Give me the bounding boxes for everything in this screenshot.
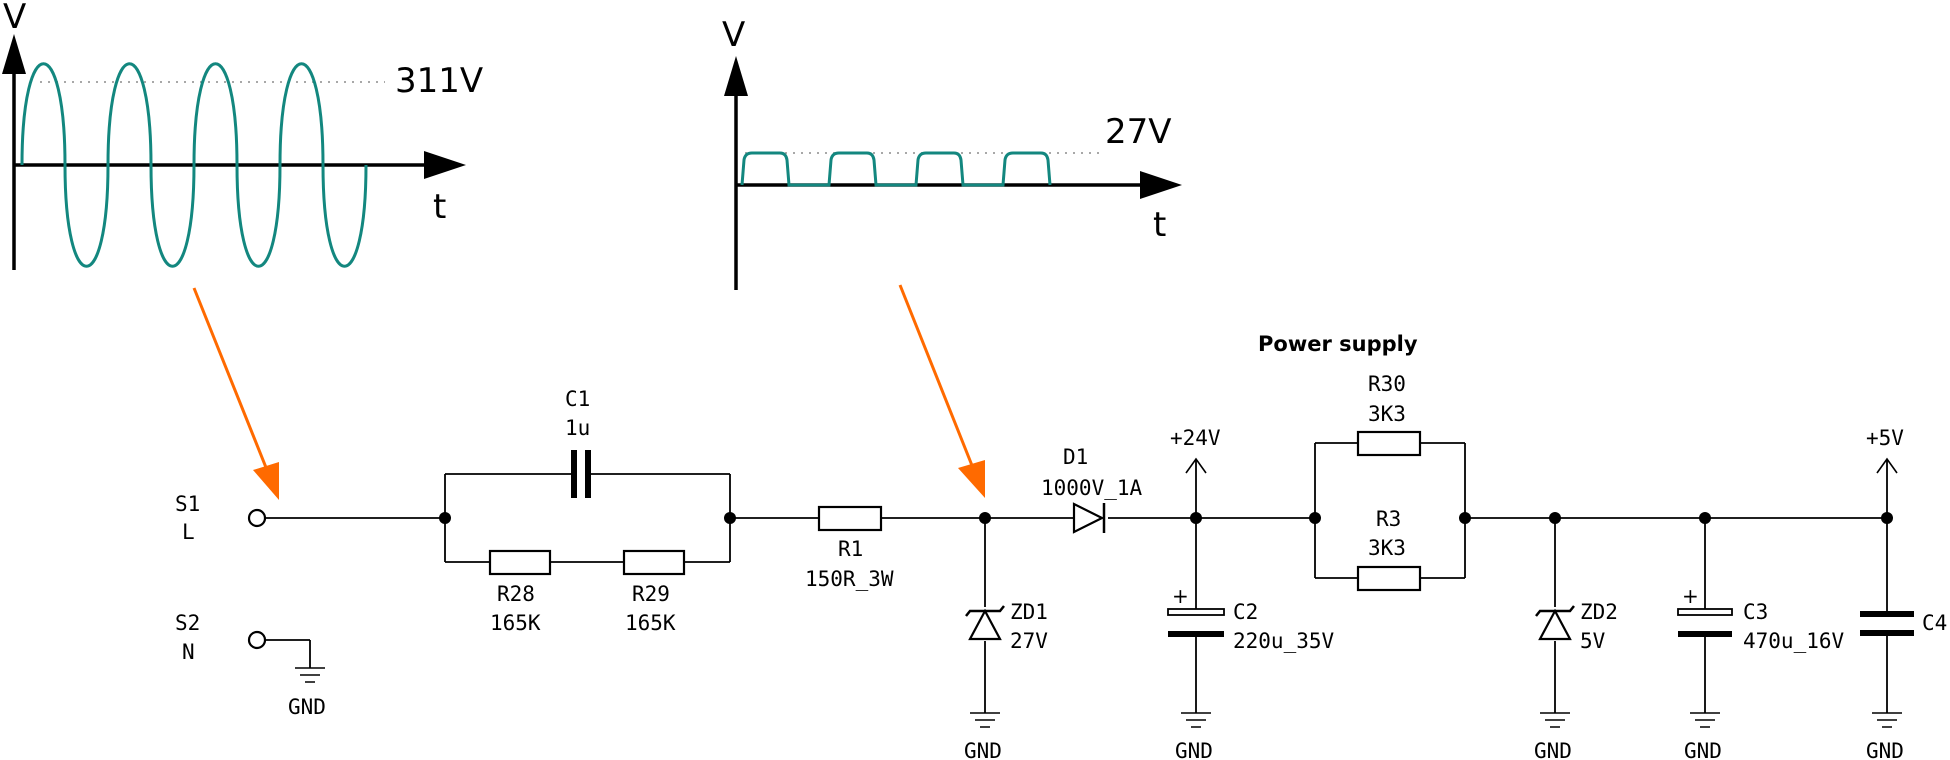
ac-graph-y-label: V: [3, 0, 26, 37]
resistor-r30: R30 3K3: [1356, 372, 1422, 457]
ac-graph-x-arrowhead: [424, 151, 466, 179]
r30-value-label: 3K3: [1368, 402, 1406, 426]
terminal-s2: S2 N: [175, 611, 267, 664]
capacitor-c1: C1 1u: [565, 387, 591, 498]
diode-d1: D1 1000V_1A: [1041, 445, 1143, 534]
r3-value-label: 3K3: [1368, 536, 1406, 560]
zener-zd2: ZD2 5V: [1535, 600, 1618, 653]
ac-pointer-arrow: [192, 287, 279, 500]
resistor-r28: R28 165K: [488, 549, 552, 635]
dc-level-label: 27V: [1105, 112, 1172, 152]
ac-graph-y-arrowhead: [2, 34, 26, 74]
gnd-symbol-c4: GND: [1866, 712, 1904, 760]
zener-zd1: ZD1 27V: [965, 600, 1048, 653]
resistor-r1: R1 150R_3W: [805, 505, 894, 591]
gnd-label-c3: GND: [1684, 739, 1722, 760]
schematic-title: Power supply: [1258, 332, 1418, 356]
r1-ref-label: R1: [838, 537, 863, 561]
gnd-symbol-zd1: GND: [964, 712, 1002, 760]
resistor-r29: R29 165K: [622, 549, 686, 635]
zd1-value-label: 27V: [1010, 629, 1048, 653]
resistor-r3: R3 3K3: [1356, 507, 1422, 592]
dc-graph-y-label: V: [722, 15, 745, 55]
r28-ref-label: R28: [497, 582, 535, 606]
gnd-label-zd1: GND: [964, 739, 1002, 760]
c1-ref-label: C1: [565, 387, 590, 411]
capacitor-c4: C4: [1860, 611, 1947, 636]
dc-pulse-wave: [740, 151, 1052, 187]
c2-polarity-mark: +: [1172, 584, 1189, 608]
gnd-label-c4: GND: [1866, 739, 1904, 760]
c3-ref-label: C3: [1743, 600, 1768, 624]
c1-value-label: 1u: [565, 416, 590, 440]
gnd-label-s2: GND: [288, 695, 326, 719]
gnd-label-zd2: GND: [1534, 739, 1572, 760]
gnd-label-c2: GND: [1175, 739, 1213, 760]
dc-graph-x-label: t: [1153, 205, 1166, 245]
terminal-s1: S1 L: [175, 492, 267, 544]
dc-graph-y-arrowhead: [724, 56, 748, 96]
wires: [265, 442, 1888, 713]
gnd-symbol-c2: GND: [1175, 712, 1213, 760]
zd1-ref-label: ZD1: [1010, 600, 1048, 624]
gnd-symbol-zd2: GND: [1534, 712, 1572, 760]
capacitor-c2: + C2 220u_35V: [1167, 584, 1335, 653]
d1-value-label: 1000V_1A: [1041, 476, 1143, 500]
c2-ref-label: C2: [1233, 600, 1258, 624]
gnd-symbol-s2: GND: [288, 667, 326, 719]
s1-ref-label: S1: [175, 492, 200, 516]
rail-24v: +24V: [1170, 426, 1221, 474]
ac-graph-x-label: t: [433, 187, 446, 227]
d1-ref-label: D1: [1063, 445, 1088, 469]
s2-ref-label: S2: [175, 611, 200, 635]
r3-ref-label: R3: [1376, 507, 1401, 531]
s2-pin-label: N: [182, 640, 195, 664]
r29-ref-label: R29: [632, 582, 670, 606]
rail-5v-label: +5V: [1866, 426, 1904, 450]
rail-24v-label: +24V: [1170, 426, 1221, 450]
ac-sine-wave: [20, 62, 368, 268]
r28-value-label: 165K: [490, 611, 541, 635]
r1-value-label: 150R_3W: [805, 567, 894, 591]
dc-graph-x-arrowhead: [1140, 171, 1182, 199]
ac-peak-label: 311V: [395, 61, 483, 101]
zd2-value-label: 5V: [1580, 629, 1606, 653]
zd2-ref-label: ZD2: [1580, 600, 1618, 624]
c3-polarity-mark: +: [1682, 584, 1699, 608]
c2-value-label: 220u_35V: [1233, 629, 1335, 653]
r29-value-label: 165K: [625, 611, 676, 635]
c4-ref-label: C4: [1922, 611, 1947, 635]
dc-pulse-graph: V t 27V: [722, 15, 1182, 290]
rail-5v: +5V: [1866, 426, 1904, 474]
gnd-symbol-c3: GND: [1684, 712, 1722, 760]
dc-pointer-arrow: [898, 284, 985, 498]
capacitor-c3: + C3 470u_16V: [1677, 584, 1845, 653]
r30-ref-label: R30: [1368, 372, 1406, 396]
ac-waveform-graph: V t 311V: [2, 0, 483, 270]
s1-pin-label: L: [182, 520, 195, 544]
junctions: [439, 512, 1893, 524]
c3-value-label: 470u_16V: [1743, 629, 1845, 653]
